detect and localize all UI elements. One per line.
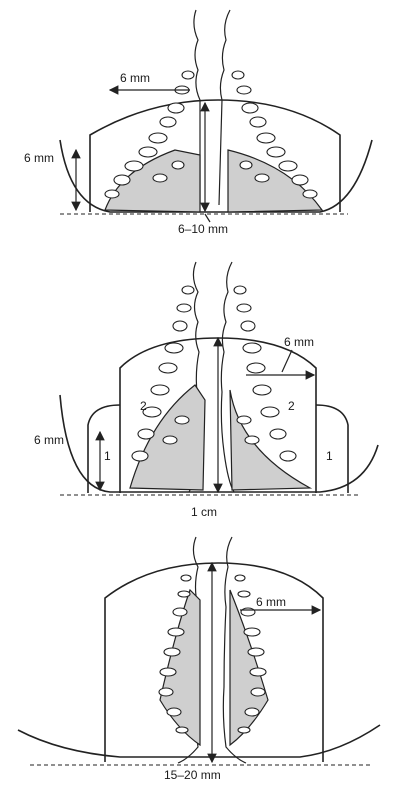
panel-top: 6 mm 6 mm 6–10 mm	[24, 10, 372, 236]
skin-curve	[60, 140, 372, 212]
zone-1-left: 1	[104, 449, 111, 463]
zone-1-right: 1	[326, 449, 333, 463]
skin-curve	[60, 395, 378, 492]
zone-2-left: 2	[140, 399, 147, 413]
depth-label: 6–10 mm	[178, 222, 228, 236]
zone-2-right: 2	[288, 399, 295, 413]
width-label: 6 mm	[120, 71, 150, 85]
height-label: 6 mm	[34, 433, 64, 447]
height-label: 6 mm	[24, 151, 54, 165]
panel-bottom: 6 mm 15–20 mm	[18, 537, 380, 782]
panel-middle: 6 mm 6 mm 1 cm 1 2 2 1	[34, 262, 378, 519]
excision-outline	[105, 563, 323, 762]
depth-label: 15–20 mm	[164, 768, 221, 782]
gland-zone-right	[230, 390, 310, 490]
width-label: 6 mm	[284, 335, 314, 349]
depth-label: 1 cm	[191, 505, 217, 519]
width-label: 6 mm	[256, 595, 286, 609]
